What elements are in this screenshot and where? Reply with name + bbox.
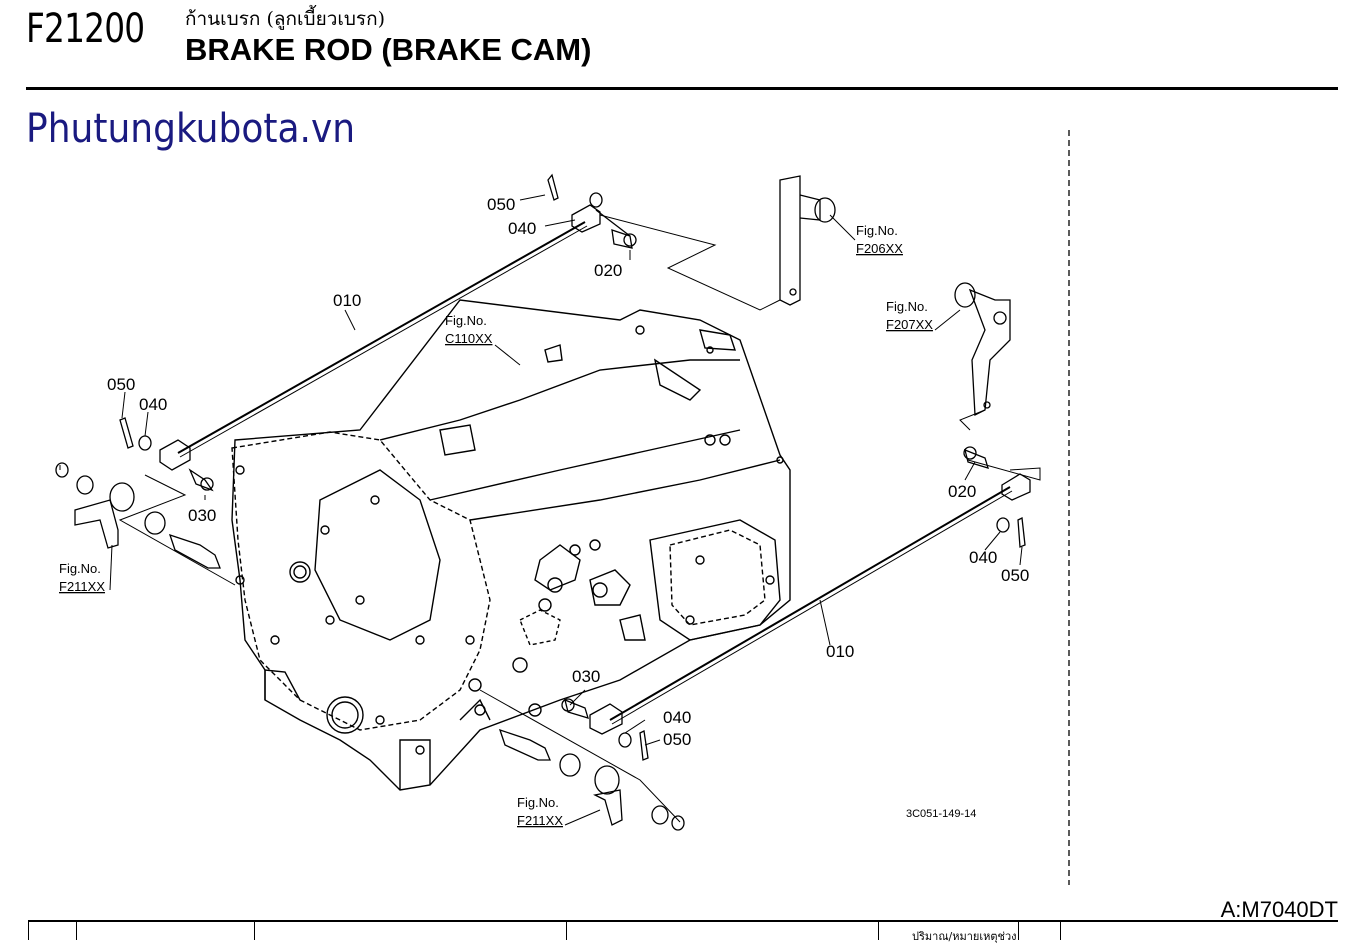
brake-rod-lower bbox=[589, 473, 1031, 735]
label-030-bottom: 030 bbox=[572, 667, 600, 686]
label-040-top: 040 bbox=[508, 219, 536, 238]
leader-lines bbox=[59, 194, 1041, 826]
label-010-upper: 010 bbox=[333, 291, 361, 310]
page-title: BRAKE ROD (BRAKE CAM) bbox=[185, 32, 592, 67]
label-050-top: 050 bbox=[487, 195, 515, 214]
label-020-right: 020 bbox=[948, 482, 976, 501]
fig-c110-line2: C110XX bbox=[445, 331, 493, 346]
label-050-bottom: 050 bbox=[663, 730, 691, 749]
fig-f206-line2: F206XX bbox=[856, 241, 903, 256]
label-040-bottom: 040 bbox=[663, 708, 691, 727]
brake-lever-right bbox=[954, 282, 1011, 417]
brake-cam-bottom bbox=[498, 728, 685, 831]
header-rule bbox=[26, 87, 1338, 90]
watermark-brand: Phutungkubota.vn bbox=[26, 106, 356, 152]
label-020-top: 020 bbox=[594, 261, 622, 280]
fig-f211-left-line1: Fig.No. bbox=[59, 561, 101, 576]
brake-rod-upper bbox=[159, 204, 601, 471]
right-pin-set bbox=[963, 446, 1026, 548]
fig-f211-left-line2: F211XX bbox=[59, 579, 105, 594]
fig-f206-line1: Fig.No. bbox=[856, 223, 898, 238]
label-030-left: 030 bbox=[188, 506, 216, 525]
fig-f211-bottom-line2: F211XX bbox=[517, 813, 563, 828]
left-pin-set bbox=[119, 417, 214, 492]
fig-c110-line1: Fig.No. bbox=[445, 313, 487, 328]
label-010-lower: 010 bbox=[826, 642, 854, 661]
model-code: A:M7040DT bbox=[1220, 897, 1338, 922]
label-040-right: 040 bbox=[969, 548, 997, 567]
transmission-case bbox=[231, 299, 791, 791]
brake-cam-left bbox=[55, 462, 221, 569]
part-group-code: F21200 bbox=[26, 6, 145, 52]
fig-f207-line2: F207XX bbox=[886, 317, 933, 332]
fig-f211-bottom-line1: Fig.No. bbox=[517, 795, 559, 810]
drawing-number: 3C051-149-14 bbox=[906, 808, 976, 820]
thai-title: ก้านเบรก (ลูกเบี้ยวเบรก) bbox=[185, 8, 386, 30]
fig-f207-line1: Fig.No. bbox=[886, 299, 928, 314]
bottom-pin-set bbox=[561, 698, 649, 761]
top-pin-set bbox=[547, 173, 637, 249]
label-050-left: 050 bbox=[107, 375, 135, 394]
table-column-quantity: ปริมาณ/หมายเหตุช่วง bbox=[912, 930, 1017, 943]
label-050-right: 050 bbox=[1001, 566, 1029, 585]
parts-table-header: ปริมาณ/หมายเหตุช่วง bbox=[28, 920, 1338, 943]
brake-lever-upper bbox=[779, 175, 836, 306]
label-040-left: 040 bbox=[139, 395, 167, 414]
